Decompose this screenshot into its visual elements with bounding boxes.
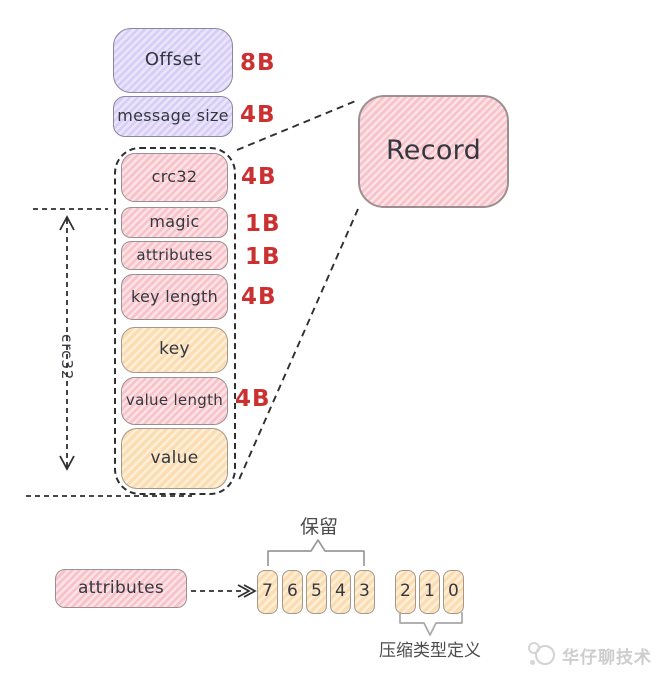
field-label-magic: magic bbox=[149, 212, 200, 232]
size-label-crc32: 4B bbox=[241, 164, 277, 190]
field-box-key: key bbox=[121, 327, 228, 373]
bit-box-7: 7 bbox=[257, 570, 278, 614]
size-label-message-size: 4B bbox=[240, 102, 276, 128]
field-label-value-length: value length bbox=[125, 391, 224, 410]
record-box-label: Record bbox=[385, 135, 482, 167]
bit-box-0: 0 bbox=[443, 570, 464, 614]
bit-box-1: 1 bbox=[419, 570, 440, 614]
icon-circle-small bbox=[528, 642, 540, 654]
field-label-value: value bbox=[150, 447, 199, 468]
bit-box-5: 5 bbox=[306, 570, 327, 614]
field-box-message-size: message size bbox=[113, 96, 233, 137]
watermark-text: 华仔聊技术 bbox=[562, 648, 652, 668]
arrowhead-right bbox=[237, 584, 251, 598]
bit-label: 7 bbox=[261, 581, 274, 602]
bit-box-4: 4 bbox=[330, 570, 351, 614]
bit-label: 5 bbox=[310, 581, 323, 602]
size-label-magic: 1B bbox=[245, 211, 281, 237]
bit-label: 1 bbox=[423, 581, 436, 602]
bit-label: 3 bbox=[358, 581, 371, 602]
field-box-offset: Offset bbox=[113, 28, 233, 93]
arrowhead-up bbox=[59, 215, 75, 231]
reserved-bits-label: 保留 bbox=[299, 516, 338, 538]
bit-label: 0 bbox=[447, 581, 460, 602]
field-label-message-size: message size bbox=[117, 106, 229, 126]
watermark: 华仔聊技术 bbox=[527, 642, 652, 669]
bit-label: 6 bbox=[286, 581, 299, 602]
bit-label: 4 bbox=[334, 581, 347, 602]
bit-label: 2 bbox=[399, 581, 412, 602]
record-box: Record bbox=[358, 95, 509, 208]
icon-dot bbox=[530, 660, 535, 665]
field-box-key-length: key length bbox=[121, 274, 228, 320]
size-label-offset: 8B bbox=[240, 50, 276, 76]
field-label-attributes: attributes bbox=[136, 245, 213, 264]
icon-circle-large bbox=[535, 645, 555, 665]
compression-bits-brace bbox=[399, 612, 463, 636]
field-box-magic: magic bbox=[121, 207, 228, 238]
field-box-crc32: crc32 bbox=[121, 153, 228, 202]
field-box-attributes: attributes bbox=[121, 241, 228, 270]
size-label-value-length: 4B bbox=[235, 386, 271, 412]
arrowhead-right-outer bbox=[243, 584, 257, 598]
field-box-value: value bbox=[121, 428, 228, 489]
size-label-key-length: 4B bbox=[241, 284, 277, 310]
attributes-detail-label: attributes bbox=[77, 577, 164, 598]
crc32-measure-label: crc32 bbox=[58, 334, 76, 381]
arrowhead-down bbox=[59, 455, 75, 471]
field-label-offset: Offset bbox=[144, 49, 202, 71]
reserved-bits-brace bbox=[267, 539, 365, 566]
wechat-official-account-icon bbox=[527, 642, 555, 669]
record-fields-group-outline bbox=[114, 147, 236, 495]
bit-box-2: 2 bbox=[395, 570, 416, 614]
attributes-detail-box: attributes bbox=[55, 569, 187, 608]
field-label-key: key bbox=[159, 339, 190, 360]
field-box-value-length: value length bbox=[121, 377, 228, 425]
compression-type-label: 压缩类型定义 bbox=[379, 641, 481, 661]
size-label-attributes: 1B bbox=[245, 244, 281, 270]
bit-box-3: 3 bbox=[354, 570, 375, 614]
field-label-crc32: crc32 bbox=[151, 167, 198, 187]
bit-box-6: 6 bbox=[282, 570, 303, 614]
field-label-key-length: key length bbox=[130, 286, 219, 306]
